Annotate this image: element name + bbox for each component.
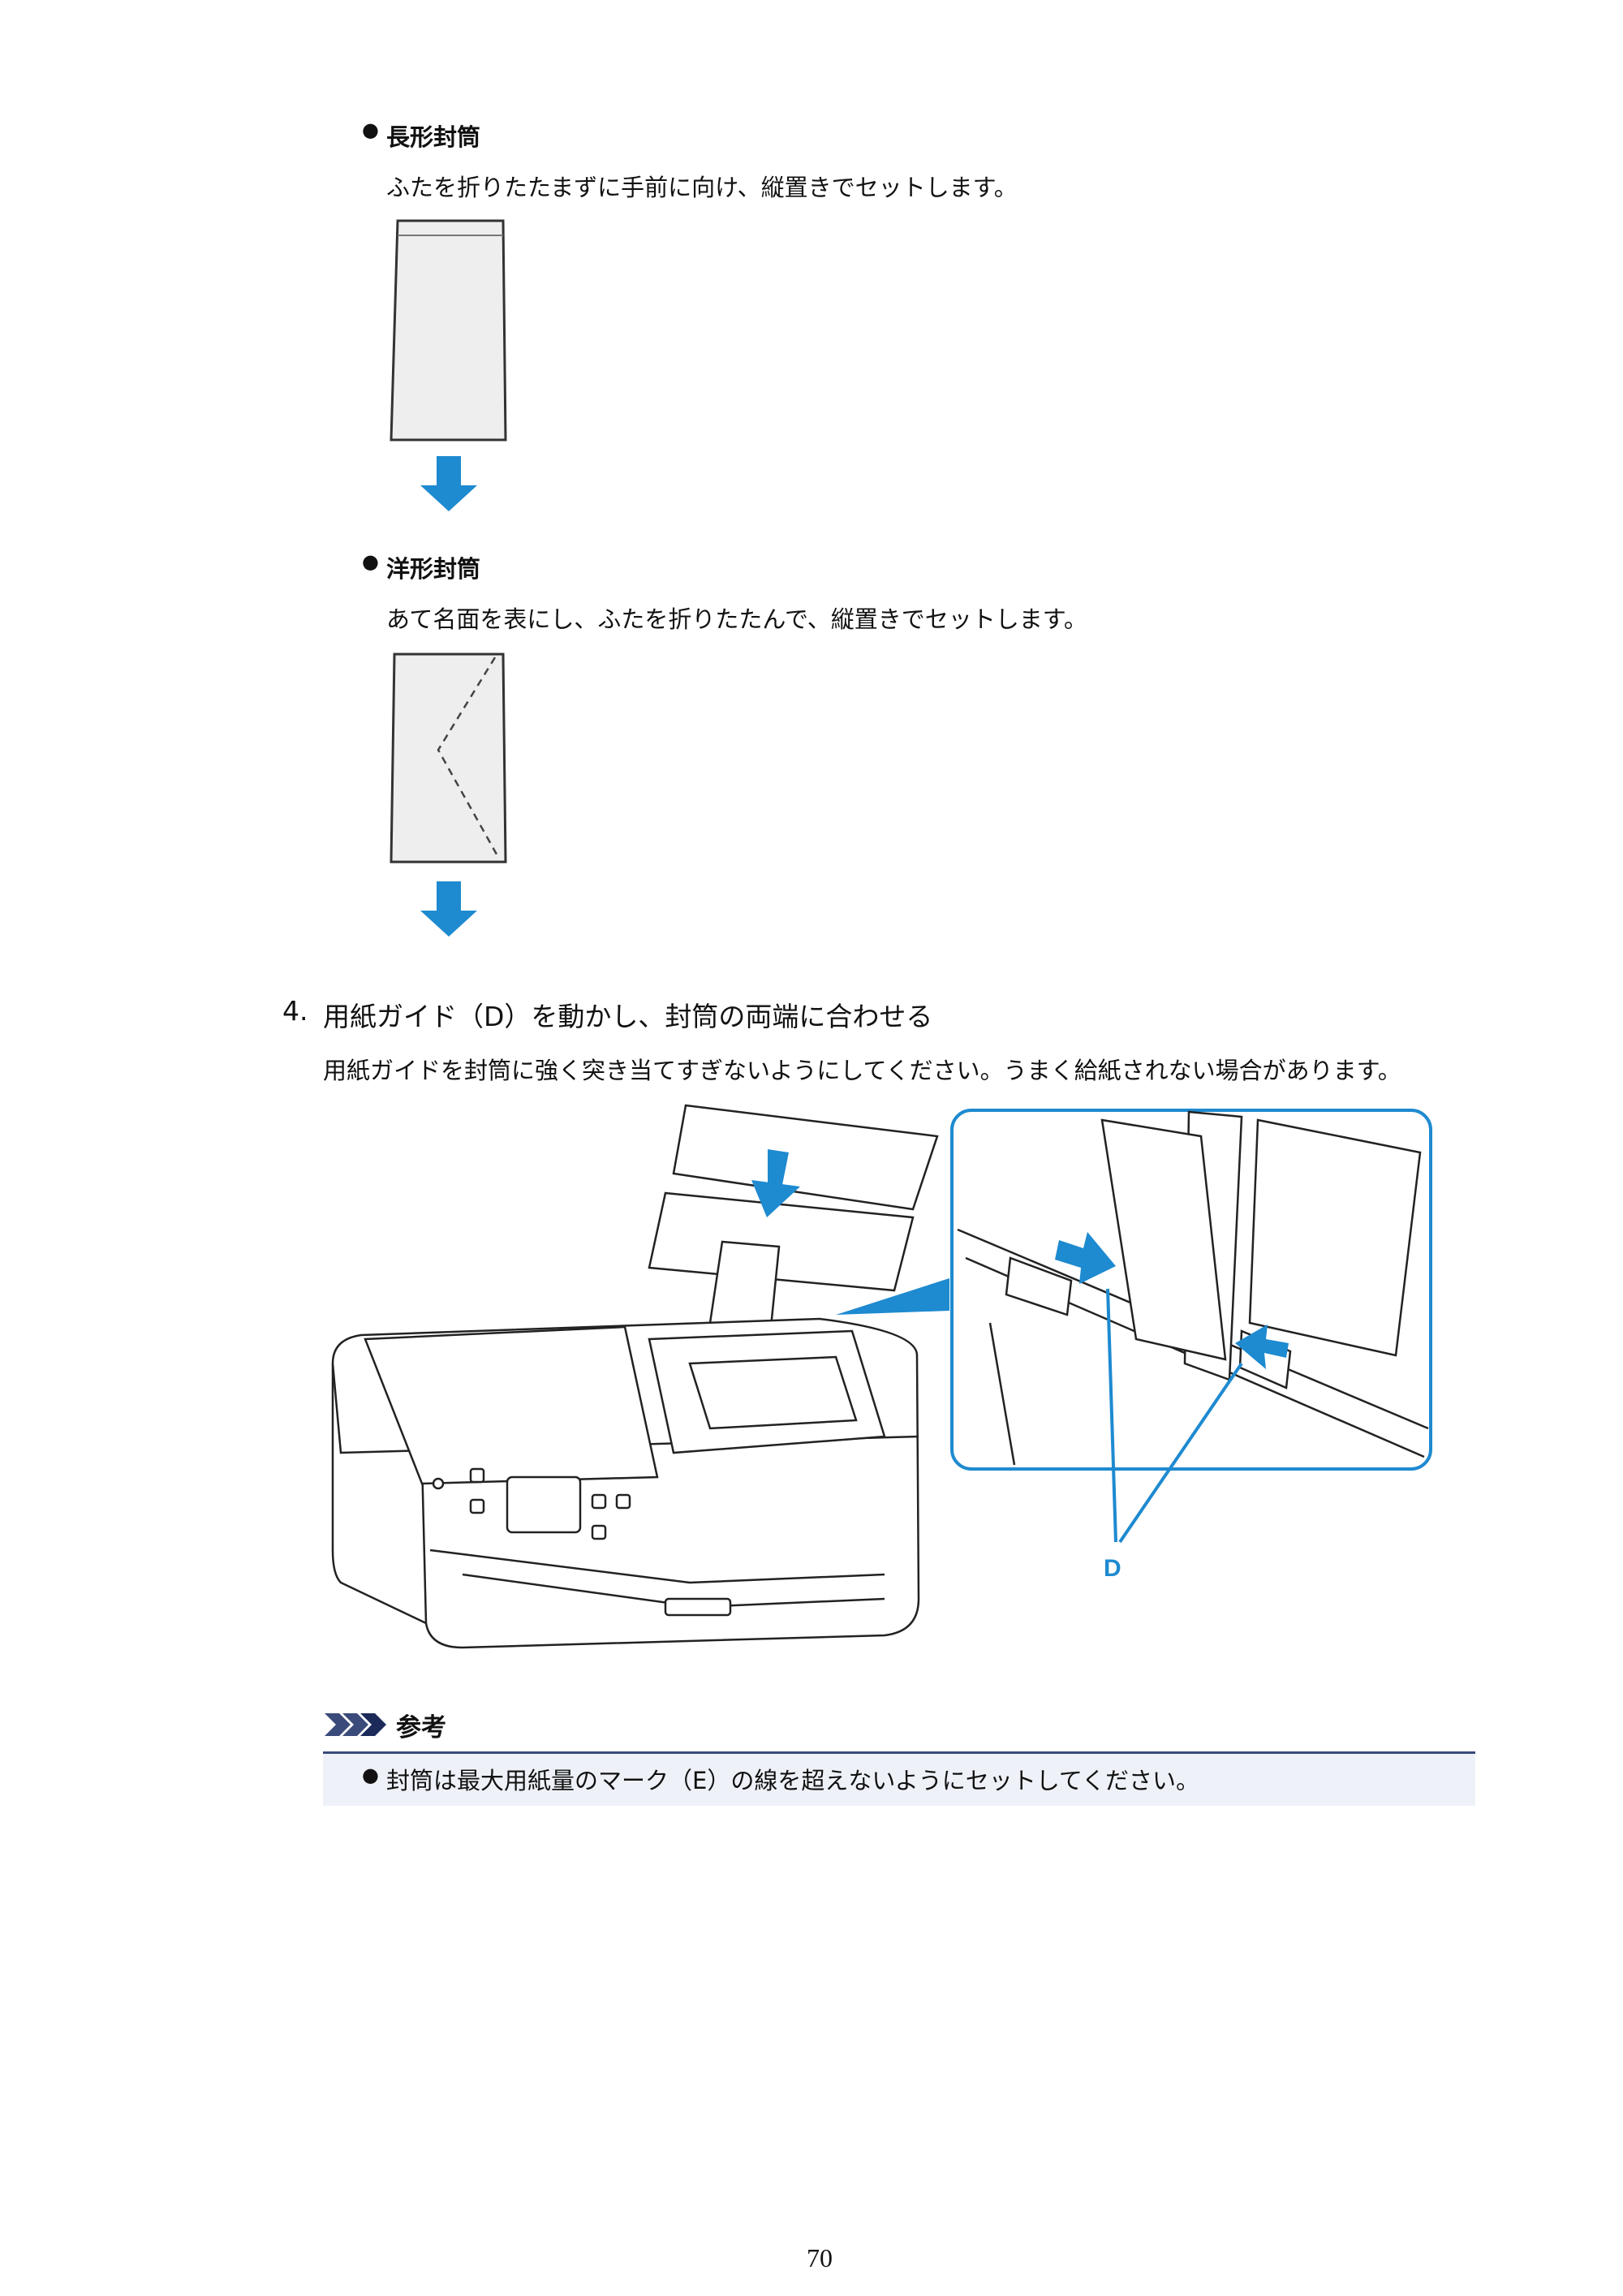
down-arrow-icon (420, 881, 477, 937)
bullet-dot: ● (362, 1764, 379, 1786)
note-chevrons-icon (325, 1713, 386, 1736)
long-envelope-illustration (390, 219, 507, 511)
note-divider (323, 1751, 1475, 1754)
section-title-western-envelope: 洋形封筒 (386, 555, 481, 583)
note-body: ● 封筒は最大用紙量のマーク（E）の線を超えないようにセットしてください。 (323, 1754, 1475, 1806)
section-text-western-envelope: あて名面を表にし、ふたを折りたたんで、縦置きでセットします。 (386, 605, 1087, 633)
step-title: 用紙ガイド（D）を動かし、封筒の両端に合わせる (323, 1001, 933, 1032)
paper-guide-detail (950, 1109, 1432, 1544)
note-section: 参考 ● 封筒は最大用紙量のマーク（E）の線を超えないようにセットしてください。 (323, 1706, 1475, 1806)
note-header: 参考 (323, 1706, 1475, 1743)
bullet-dot: ● (362, 550, 379, 573)
bullet-dot: ● (362, 118, 379, 141)
down-arrow-icon (751, 1149, 800, 1217)
section-title-long-envelope: 長形封筒 (386, 123, 481, 151)
bullet-long-envelope: ● (362, 118, 379, 141)
note-heading: 参考 (396, 1712, 446, 1742)
section-text-long-envelope: ふたを折りたたまずに手前に向け、縦置きでセットします。 (386, 174, 1018, 201)
note-item: 封筒は最大用紙量のマーク（E）の線を超えないようにセットしてください。 (386, 1767, 1200, 1794)
zoom-connector (836, 1278, 949, 1315)
printer-body (331, 1317, 920, 1649)
rear-paper-support (648, 1104, 939, 1329)
step-number: 4. (282, 995, 308, 1027)
down-arrow-icon (420, 456, 477, 511)
step-text: 用紙ガイドを封筒に強く突き当てすぎないようにしてください。うまく給紙されない場合… (323, 1057, 1401, 1084)
printer-figure: D (331, 1104, 1432, 1649)
western-envelope-illustration (390, 653, 507, 937)
left-arrow-icon (1235, 1325, 1289, 1369)
page-number: 70 (807, 2243, 833, 2272)
bullet-western-envelope: ● (362, 550, 379, 573)
callout-label-d: D (1104, 1555, 1121, 1582)
right-arrow-icon (1055, 1232, 1116, 1284)
